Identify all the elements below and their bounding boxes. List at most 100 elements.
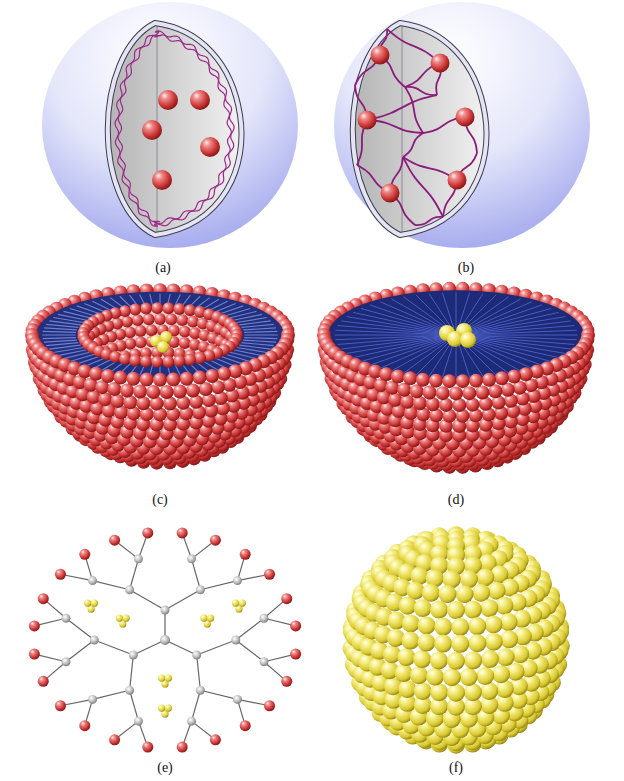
cut-section: [353, 23, 487, 235]
nanoparticle-unit: [447, 684, 465, 702]
head-group: [113, 371, 127, 385]
head-group: [217, 367, 231, 381]
lipid-tail: [43, 331, 76, 332]
head-group: [126, 372, 140, 386]
head-group: [132, 314, 144, 326]
panel-label: (a): [155, 261, 171, 275]
head-group: [187, 316, 199, 328]
head-group: [184, 354, 196, 366]
dendrimer-bond: [165, 640, 197, 655]
nanoparticle-unit: [398, 680, 416, 698]
lipid-tail: [220, 356, 244, 364]
nanoparticle-unit: [497, 648, 515, 666]
nanoparticle-unit: [472, 584, 490, 602]
panel-label: (f): [449, 761, 463, 775]
drug-particle: [456, 108, 475, 127]
drug-particle: [152, 170, 172, 190]
head-group: [469, 374, 483, 388]
shell-outline: [353, 23, 487, 235]
nanoparticle-unit: [426, 668, 444, 686]
drug-particle: [200, 137, 220, 157]
head-group: [429, 374, 443, 388]
nanoparticle-unit: [401, 632, 419, 650]
capsule-sphere: [42, 2, 298, 248]
head-group: [160, 385, 174, 399]
surface-group: [210, 734, 221, 745]
surface-group: [29, 649, 40, 660]
lipid-tail: [225, 354, 250, 361]
shell-outline: [108, 23, 242, 235]
surface-group: [142, 742, 153, 753]
drug-particle: [190, 90, 210, 110]
surface-group: [38, 676, 49, 687]
surface-group: [55, 569, 66, 580]
head-group: [436, 386, 450, 400]
nanoparticle-unit: [414, 682, 432, 700]
head-group: [176, 314, 188, 326]
head-group: [482, 373, 496, 387]
lipid-tail: [42, 334, 75, 335]
dendrimer-bond: [133, 640, 165, 655]
nanoparticle-unit: [447, 652, 465, 670]
branch-point: [192, 651, 201, 660]
inner-layer: [78, 313, 241, 417]
surface-group: [210, 535, 221, 546]
head-group: [403, 371, 417, 385]
nanoparticle-unit: [464, 683, 482, 701]
dendrimer-bond: [94, 640, 133, 655]
dendrimer-bond: [66, 618, 94, 640]
head-group: [165, 313, 177, 325]
surface-group: [281, 593, 292, 604]
lipid-tail: [243, 340, 276, 342]
head-group: [519, 367, 533, 381]
micelle-core: [328, 290, 584, 379]
surface-group: [109, 734, 120, 745]
dendrimer-bond: [236, 618, 264, 640]
lipid-tail: [456, 330, 577, 335]
lipid-tail: [77, 306, 101, 314]
panel-label: (e): [157, 761, 173, 775]
head-group: [391, 369, 405, 383]
lipid-tail: [244, 331, 277, 332]
lipid-tail: [456, 317, 565, 335]
membrane-wave: [118, 35, 231, 224]
head-group: [121, 316, 133, 328]
dendrimer-bond: [93, 690, 130, 699]
nanoparticle-unit: [492, 665, 510, 683]
head-group: [180, 372, 194, 386]
head-group: [507, 369, 521, 383]
dendrimer-core: [160, 635, 170, 645]
head-group: [151, 356, 163, 368]
drug-particle: [91, 599, 98, 606]
surface-group: [142, 527, 153, 538]
nanoparticle-unit: [464, 651, 482, 669]
hydrogel-panel: [334, 2, 590, 248]
head-group: [194, 352, 206, 364]
polymer-chain: [415, 217, 443, 225]
shell-gap: [353, 23, 487, 235]
nanoparticle-unit: [468, 617, 486, 635]
head-group: [89, 367, 103, 381]
lipid-tail: [456, 292, 457, 335]
micelle-panel: [317, 282, 595, 474]
lipid-tail: [244, 334, 277, 335]
nanoparticle-unit: [468, 634, 486, 652]
lipid-tail: [347, 335, 456, 353]
lipid-tail: [225, 309, 250, 316]
polymer-chain: [405, 87, 423, 133]
head-group: [136, 396, 150, 410]
nanoparticle-unit: [410, 666, 428, 684]
lipid-tail: [335, 335, 456, 340]
drug-particle: [157, 341, 169, 353]
nanoparticle-unit: [434, 635, 452, 653]
drug-particle: [460, 332, 476, 348]
surface-group: [290, 620, 301, 631]
lipid-tail: [46, 343, 78, 346]
nanoparticle-unit: [500, 630, 518, 648]
dendrimer-bond: [197, 640, 236, 655]
dendrimer-bond: [130, 690, 139, 721]
branch-point: [187, 717, 196, 726]
branch-point: [88, 695, 97, 704]
head-group: [146, 385, 160, 399]
surface-group: [177, 742, 188, 753]
